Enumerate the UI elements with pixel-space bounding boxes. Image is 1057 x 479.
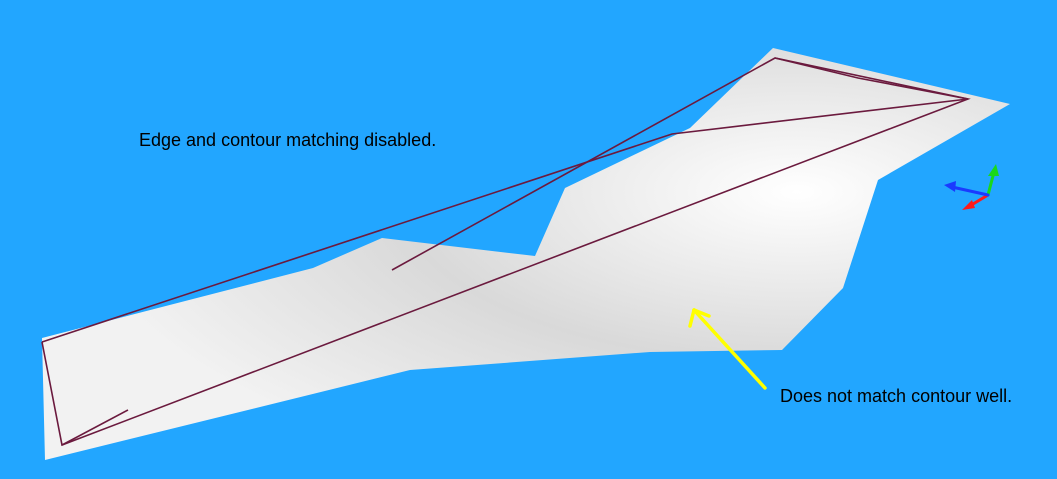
contour-line bbox=[774, 57, 969, 100]
y-axis-arrowhead-icon bbox=[988, 164, 999, 176]
contour-line bbox=[41, 98, 969, 343]
top-annotation: Edge and contour matching disabled. bbox=[139, 130, 437, 150]
bottom-annotation: Does not match contour well. bbox=[780, 386, 1013, 406]
contour-wireframe bbox=[41, 57, 971, 447]
z-axis-icon bbox=[950, 185, 990, 197]
axis-triad[interactable] bbox=[944, 164, 999, 210]
x-axis-arrowhead-icon bbox=[962, 200, 975, 210]
pointer-arrow bbox=[688, 308, 767, 390]
z-axis-arrowhead-icon bbox=[944, 181, 956, 192]
surface-mesh bbox=[42, 48, 1010, 460]
contour-line bbox=[61, 409, 129, 446]
